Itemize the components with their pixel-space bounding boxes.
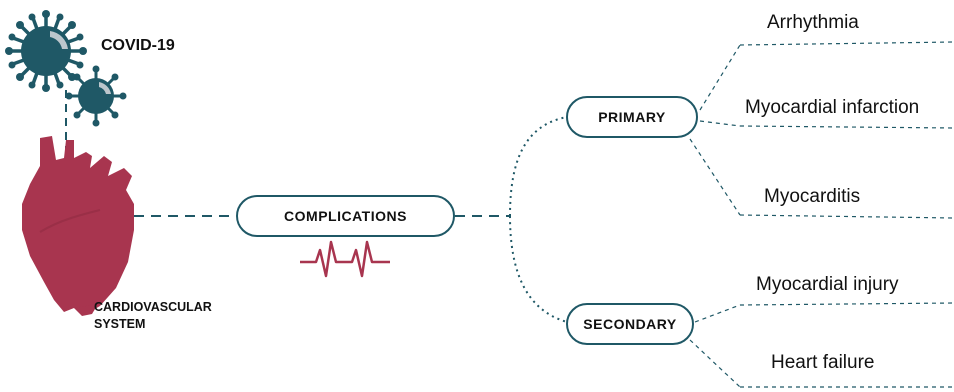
covid-label: COVID-19: [101, 37, 175, 54]
myocarditis-underline: [739, 214, 954, 219]
secondary-node: [566, 303, 694, 345]
secondary-label: SECONDARY: [583, 316, 677, 332]
primary-node: [566, 96, 698, 138]
complications-node: [236, 195, 455, 237]
branch-to-primary: [509, 116, 568, 217]
cardiovascular-label-line1: CARDIOVASCULAR: [94, 300, 212, 314]
coronavirus-icon: [5, 10, 87, 92]
connectors: [65, 41, 954, 388]
primary-item-myocardial-infarction: Myocardial infarction: [745, 97, 920, 118]
primary-item-myocarditis: Myocarditis: [764, 186, 861, 207]
small-coronavirus-icon: [65, 65, 127, 127]
primary-label: PRIMARY: [598, 109, 666, 125]
injury-underline: [739, 302, 954, 306]
secondary-item-myocardial-injury: Myocardial injury: [756, 274, 899, 295]
branch-to-secondary: [509, 215, 568, 323]
primary-item-arrhythmia: Arrhythmia: [767, 12, 859, 33]
arrhythmia-underline: [739, 41, 954, 46]
heartbeat-icon: [300, 240, 390, 278]
cardiovascular-label-line2: SYSTEM: [94, 317, 146, 331]
secondary-to-injury: [694, 304, 741, 323]
secondary-to-heart-failure: [689, 339, 741, 388]
primary-to-myocarditis: [689, 138, 741, 216]
infarction-underline: [739, 125, 954, 129]
secondary-item-heart-failure: Heart failure: [771, 352, 875, 373]
complications-label: COMPLICATIONS: [284, 208, 407, 224]
heart-icon: [22, 136, 134, 316]
primary-to-arrhythmia: [699, 44, 741, 111]
heart-vessel-line: [39, 209, 101, 233]
primary-to-infarction: [699, 120, 741, 127]
